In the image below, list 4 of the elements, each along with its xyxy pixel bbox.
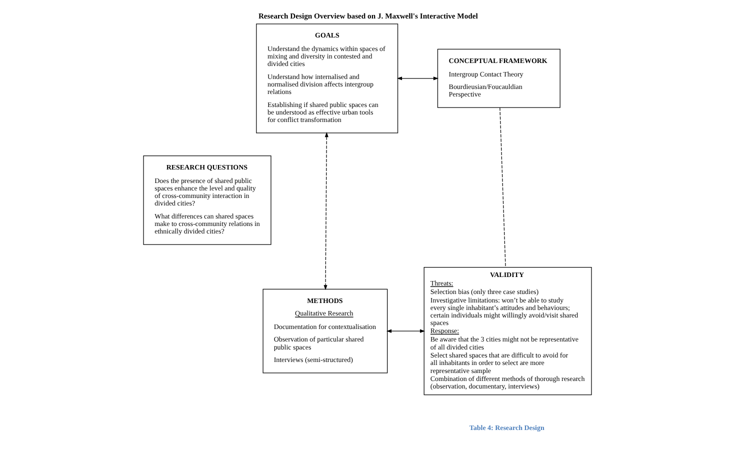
arrow xyxy=(386,329,426,333)
arrow xyxy=(324,132,328,290)
connector xyxy=(500,107,506,268)
arrow xyxy=(396,76,438,80)
